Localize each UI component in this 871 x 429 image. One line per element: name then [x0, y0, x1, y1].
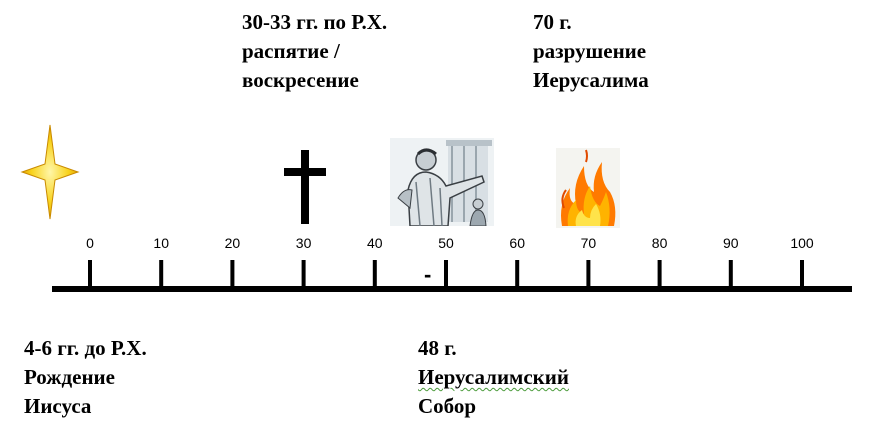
tick-label-80: 80 [652, 235, 668, 251]
birth-date: 4-6 гг. до Р.Х. [24, 336, 147, 360]
tick-mark-80 [657, 260, 662, 288]
tick-mark-20 [230, 260, 235, 288]
tick-label-90: 90 [723, 235, 739, 251]
tick-label-60: 60 [509, 235, 525, 251]
star-icon [20, 124, 80, 220]
birth-label: 4-6 гг. до Р.Х. Рождение Иисуса [24, 334, 147, 421]
tick-label-20: 20 [225, 235, 241, 251]
tick-label-30: 30 [296, 235, 312, 251]
tick-mark-40 [372, 260, 377, 288]
birth-title-1: Рождение [24, 365, 115, 389]
tick-mark-30 [301, 260, 306, 288]
birth-title-2: Иисуса [24, 394, 92, 418]
council-marker: - [424, 262, 431, 287]
tick-label-70: 70 [581, 235, 597, 251]
council-date: 48 г. [418, 336, 457, 360]
tick-label-0: 0 [86, 235, 94, 251]
tick-mark-70 [586, 260, 591, 288]
destruction-label: 70 г. разрушение Иерусалима [533, 8, 649, 95]
tick-label-10: 10 [153, 235, 169, 251]
council-title-2: Собор [418, 394, 477, 418]
crucifixion-title-1: распятие / [242, 39, 340, 63]
tick-mark-100 [800, 260, 804, 288]
destruction-date: 70 г. [533, 10, 572, 34]
council-label: 48 г. Иерусалимский Собор [418, 334, 569, 421]
timeline-axis [52, 286, 852, 292]
tick-label-50: 50 [438, 235, 454, 251]
tick-mark-10 [159, 260, 164, 288]
council-title-1: Иерусалимский [418, 365, 569, 389]
preacher-icon [390, 138, 494, 226]
crucifixion-label: 30-33 гг. по Р.Х. распятие / воскресение [242, 8, 387, 95]
cross-icon [284, 150, 326, 224]
tick-mark-90 [728, 260, 733, 288]
tick-mark-0 [88, 260, 92, 288]
tick-label-40: 40 [367, 235, 383, 251]
destruction-title-1: разрушение [533, 39, 647, 63]
timeline-ticks: 0 10 20 30 40 50 60 70 80 90 100 [86, 235, 814, 288]
fire-icon [556, 148, 620, 228]
tick-label-100: 100 [790, 235, 814, 251]
crucifixion-title-2: воскресение [242, 68, 359, 92]
destruction-title-2: Иерусалима [533, 68, 649, 92]
crucifixion-date: 30-33 гг. по Р.Х. [242, 10, 388, 34]
tick-mark-60 [515, 260, 520, 288]
tick-mark-50 [444, 260, 448, 288]
